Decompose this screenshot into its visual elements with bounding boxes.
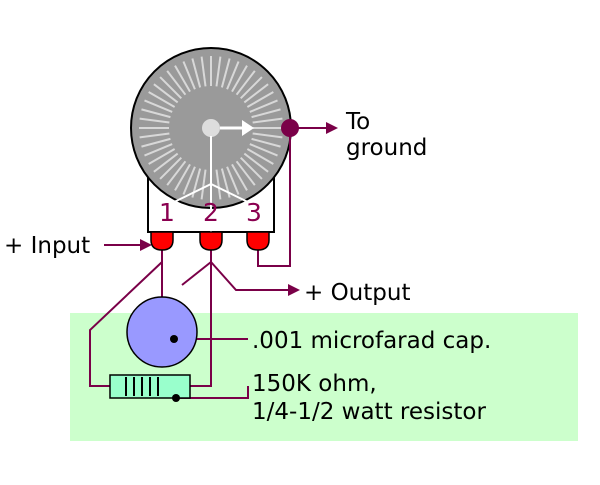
capacitor-label: .001 microfarad cap.	[252, 328, 491, 354]
pot-tick-mark	[139, 117, 170, 124]
pot-tick-mark	[249, 99, 278, 113]
pot-tick-mark	[231, 65, 248, 93]
lug-1	[150, 231, 174, 251]
pot-tick-mark	[159, 156, 183, 180]
pot-wiper-arrowhead	[242, 120, 254, 136]
resistor-label-line2: 1/4-1/2 watt resistor	[252, 399, 486, 425]
pot-tick-mark	[243, 83, 269, 104]
wire-output	[210, 261, 290, 291]
pot-tick-mark	[252, 117, 283, 124]
lug-2	[199, 231, 223, 251]
wire-lug2-to-cap	[181, 261, 212, 286]
pot-tick-mark	[144, 99, 173, 113]
wire-left-bus	[89, 261, 163, 387]
lug-3	[246, 231, 270, 251]
pin-label-3: 3	[246, 198, 262, 227]
pot-tick-mark	[148, 91, 176, 108]
potentiometer: 1 2 3	[130, 47, 292, 233]
pot-tick-mark	[252, 132, 283, 139]
pot-tick-mark	[139, 132, 170, 139]
ground-junction-dot	[281, 119, 299, 137]
pot-center-hub	[202, 119, 220, 137]
pot-tick-mark	[235, 160, 256, 186]
resistor-label-line1: 150K ohm,	[252, 371, 377, 397]
input-arrowhead	[140, 239, 152, 251]
pot-tick-mark	[249, 143, 278, 157]
capacitor-pointer-dot	[170, 335, 178, 343]
pot-tick-mark	[153, 83, 179, 104]
pot-tick-mark	[182, 166, 196, 195]
pot-tick-mark	[251, 137, 281, 148]
pot-tick-mark	[141, 108, 171, 119]
input-label: + Input	[4, 233, 90, 259]
pot-tick-mark	[226, 61, 240, 90]
wire-ground-return	[257, 128, 291, 267]
pot-tick-mark	[243, 152, 269, 173]
pot-tick-mark	[239, 76, 263, 100]
pot-tick-mark	[182, 61, 196, 90]
pot-tick-mark	[235, 70, 256, 96]
wire-resistor-leader	[176, 386, 249, 399]
pot-tick-mark	[226, 166, 240, 195]
pot-tick-mark	[231, 163, 248, 191]
pot-tick-mark	[191, 58, 202, 88]
pot-tick-mark	[200, 56, 207, 87]
capacitor	[126, 296, 198, 368]
pin-label-1: 1	[159, 198, 175, 227]
wire-lug2-to-resistor	[190, 262, 212, 387]
resistor-bands	[125, 377, 159, 396]
pot-tick-mark	[174, 163, 191, 191]
pot-tick-mark	[251, 108, 281, 119]
pin-label-2: 2	[203, 198, 219, 227]
pot-tick-mark	[141, 137, 171, 148]
pot-tick-mark	[246, 148, 274, 165]
pot-tick-mark	[239, 156, 263, 180]
output-arrowhead	[288, 284, 300, 296]
pot-tick-mark	[159, 76, 183, 100]
pot-tick-mark	[246, 91, 274, 108]
resistor	[109, 374, 191, 402]
pot-wiper-left	[167, 183, 212, 206]
resistor-pointer-dot	[172, 394, 180, 402]
to-ground-label-line1: To	[345, 109, 370, 135]
pot-tick-mark	[153, 152, 179, 173]
pot-lugs	[150, 231, 270, 251]
pot-tick-mark	[200, 169, 207, 200]
pot-tick-mark	[166, 160, 187, 186]
pot-tick-mark	[174, 65, 191, 93]
wires	[89, 127, 328, 399]
pot-tick-mark	[220, 58, 231, 88]
output-label: + Output	[304, 280, 410, 306]
pot-wiper-right	[210, 183, 255, 206]
pot-tick-mark	[215, 56, 222, 87]
pot-tick-mark	[166, 70, 187, 96]
pot-tick-mark	[148, 148, 176, 165]
ground-arrowhead	[326, 122, 338, 134]
pot-tick-mark	[144, 143, 173, 157]
to-ground-label-line2: ground	[346, 135, 427, 161]
pot-tick-mark	[215, 169, 222, 200]
